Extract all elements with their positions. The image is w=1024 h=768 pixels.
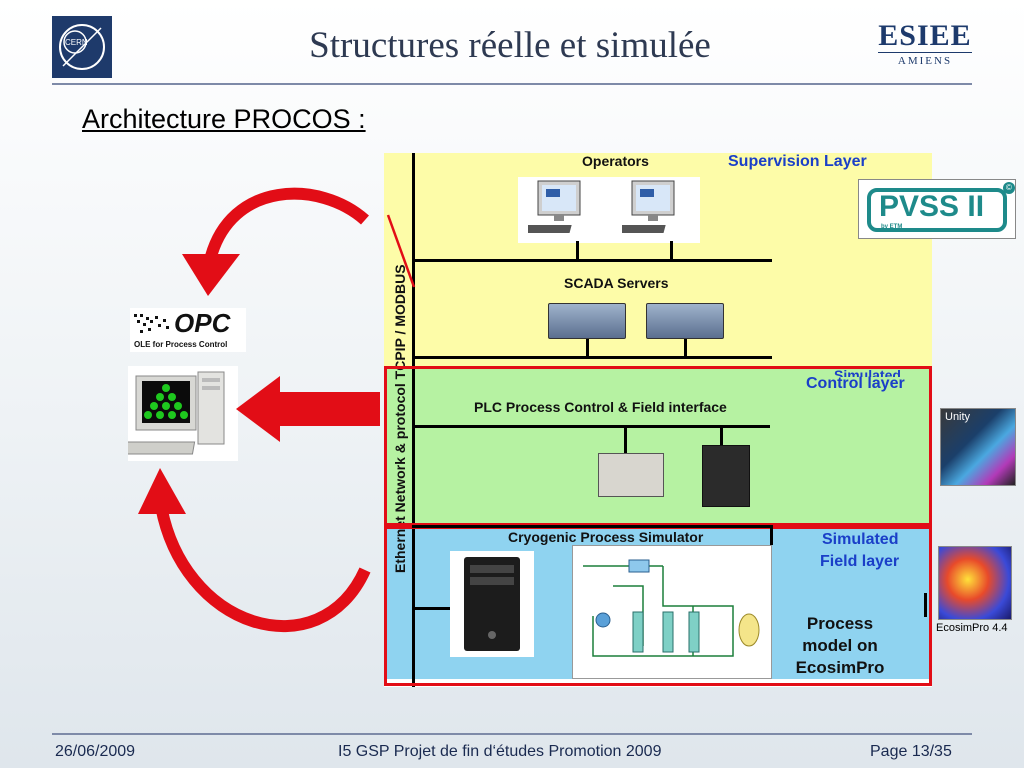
plc-2-drop	[720, 425, 723, 447]
footer-date: 26/06/2009	[55, 743, 136, 760]
slide-title: Structures réelle et simulée	[309, 25, 711, 66]
opc-logo-subtext: OLE for Process Control	[134, 340, 228, 349]
supervision-layer-label: Supervision Layer	[728, 153, 867, 170]
arrowhead-bottom-icon	[138, 468, 186, 514]
supervision-bus-line	[412, 259, 772, 262]
process-model-label: Process model on EcosimPro	[778, 613, 902, 679]
curved-arrow-top	[204, 187, 369, 262]
esiee-logo-sub: AMIENS	[878, 52, 972, 67]
operators-label: Operators	[582, 153, 649, 169]
cern-emblem-icon: CERN	[59, 24, 105, 70]
esiee-logo: ESIEE AMIENS	[878, 20, 972, 72]
ecosimpro-logo	[938, 546, 1012, 620]
esiee-logo-main: ESIEE	[878, 19, 972, 52]
desktop-computer-icon	[609, 180, 675, 233]
simulator-label: Cryogenic Process Simulator	[508, 529, 704, 545]
plc-rack-1	[598, 453, 664, 497]
process-simulator-panel	[572, 545, 772, 679]
field-layer-label-1: Simulated	[822, 531, 899, 548]
opc-server-computer	[119, 366, 238, 461]
red-arrows-graphic	[138, 187, 380, 632]
unity-logo-text: Unity	[945, 411, 971, 423]
plc-bus-line	[412, 425, 770, 428]
footer-page-number: Page 13/35	[870, 743, 952, 760]
straight-arrow-body	[270, 392, 380, 426]
scada-bus-line	[412, 356, 772, 359]
simulator-tower-link	[412, 607, 452, 610]
arrowhead-top-icon	[182, 254, 240, 296]
pvss-logo-text: PVSS II	[879, 190, 985, 223]
cern-logo: CERN	[52, 16, 112, 78]
pvss-logo: PVSS II by ETM ©	[858, 179, 1016, 239]
control-overlap-label: Simulated	[834, 367, 901, 377]
pvss-logo-frame	[867, 188, 1007, 232]
field-layer-label-2: Field layer	[820, 553, 900, 570]
svg-text:CERN: CERN	[65, 38, 88, 47]
desktop-computer-icon	[119, 371, 225, 455]
scada-server-1	[548, 303, 626, 339]
scada-server-2	[646, 303, 724, 339]
plc-1-drop	[624, 425, 627, 457]
control-layer	[384, 366, 932, 526]
strike-through-mark	[386, 214, 416, 288]
plc-label: PLC Process Control & Field interface	[474, 399, 727, 415]
operator-workstations	[515, 177, 700, 243]
curved-arrow-bottom	[154, 499, 371, 632]
arrowhead-middle-icon	[236, 376, 280, 442]
plc-rack-2	[702, 445, 750, 507]
scada-2-drop	[684, 339, 687, 357]
tower-computer-icon	[464, 557, 520, 651]
opc-logo-graphic	[132, 312, 172, 336]
field-side-marker	[924, 593, 927, 617]
pvss-logo-subtext: by ETM	[881, 224, 903, 230]
slide-subtitle: Architecture PROCOS :	[82, 104, 366, 134]
footer-rule	[52, 733, 972, 735]
process-model-line-3: EcosimPro	[795, 658, 885, 677]
opc-logo-text: OPC	[174, 308, 231, 338]
operator-pc-1	[515, 179, 590, 239]
opc-logo: OPC OLE for Process Control	[130, 308, 246, 352]
control-layer-label: Control layer	[806, 375, 905, 392]
process-model-line-2: model on	[802, 636, 878, 655]
control-layer-frame	[384, 366, 932, 526]
copyright-icon: ©	[1003, 182, 1015, 194]
operator-2-drop	[670, 241, 673, 261]
desktop-computer-icon	[515, 180, 581, 233]
network-backbone-line	[412, 153, 415, 687]
operator-pc-2	[609, 179, 684, 239]
process-flow-schematic	[583, 559, 760, 657]
scada-1-drop	[586, 339, 589, 357]
scada-servers-label: SCADA Servers	[564, 275, 669, 291]
procos-architecture-diagram: Ethernet Network & protocol TCPIP / MODB…	[384, 153, 932, 687]
footer-center-text: I5 GSP Projet de fin d‘études Promotion …	[338, 743, 662, 760]
header-rule	[52, 83, 972, 85]
ecosimpro-caption: EcosimPro 4.4	[936, 622, 1008, 634]
unity-logo: Unity	[940, 408, 1016, 486]
process-model-line-1: Process	[806, 614, 874, 633]
simulator-bus-line	[412, 525, 772, 528]
simulator-tower-pc	[450, 551, 534, 657]
simulator-drop	[770, 525, 773, 545]
operator-1-drop	[576, 241, 579, 261]
